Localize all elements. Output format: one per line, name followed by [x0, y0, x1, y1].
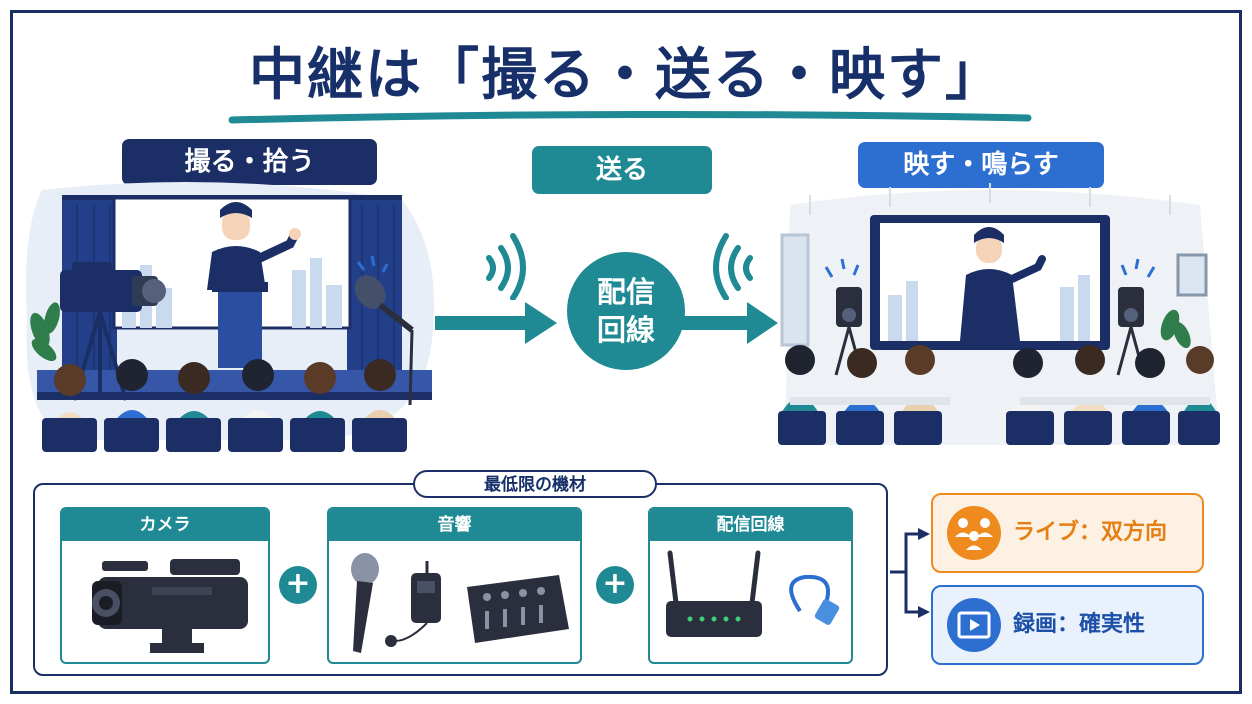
plus-icon: +	[596, 566, 634, 604]
venue-scene	[778, 183, 1220, 445]
stage-send-label: 送る	[532, 146, 712, 194]
title-underline	[228, 110, 1032, 124]
stage-scene	[26, 182, 434, 452]
wifi-icon	[486, 233, 526, 300]
streaming-line-text-2: 回線	[596, 313, 655, 347]
wifi-icon	[713, 233, 753, 300]
card-audio-label: 音響	[329, 509, 580, 541]
stage-shoot-label: 撮る・拾う	[122, 139, 377, 185]
stage-show-label: 映す・鳴らす	[858, 142, 1104, 188]
mixer-icon	[467, 575, 569, 643]
video-play-icon	[947, 598, 1001, 652]
option-record: 録画：確実性	[931, 585, 1204, 665]
option-live: ライブ：双方向	[931, 493, 1204, 573]
camera-icon	[92, 559, 248, 653]
card-network-label: 配信回線	[650, 509, 851, 541]
branch-arrows	[890, 528, 930, 618]
card-audio: 音響	[327, 507, 582, 664]
router-icon	[666, 550, 840, 637]
equipment-label: 最低限の機材	[413, 470, 657, 498]
card-camera: カメラ	[60, 507, 270, 664]
card-network: 配信回線	[648, 507, 853, 664]
streaming-line-text-1: 配信	[596, 275, 655, 309]
microphone-icon	[351, 553, 569, 653]
card-camera-label: カメラ	[62, 509, 268, 541]
ethernet-cable-icon	[789, 574, 840, 625]
arrow-right-icon	[680, 302, 778, 344]
people-icon	[947, 506, 1001, 560]
plus-icon: +	[279, 566, 317, 604]
page-title: 中継は「撮る・送る・映す」	[249, 43, 1003, 108]
option-record-label: 録画：確実性	[1013, 612, 1146, 637]
option-live-label: ライブ：双方向	[1013, 520, 1168, 545]
streaming-line-circle: 配信 回線	[567, 252, 685, 370]
arrow-right-icon	[435, 302, 557, 344]
